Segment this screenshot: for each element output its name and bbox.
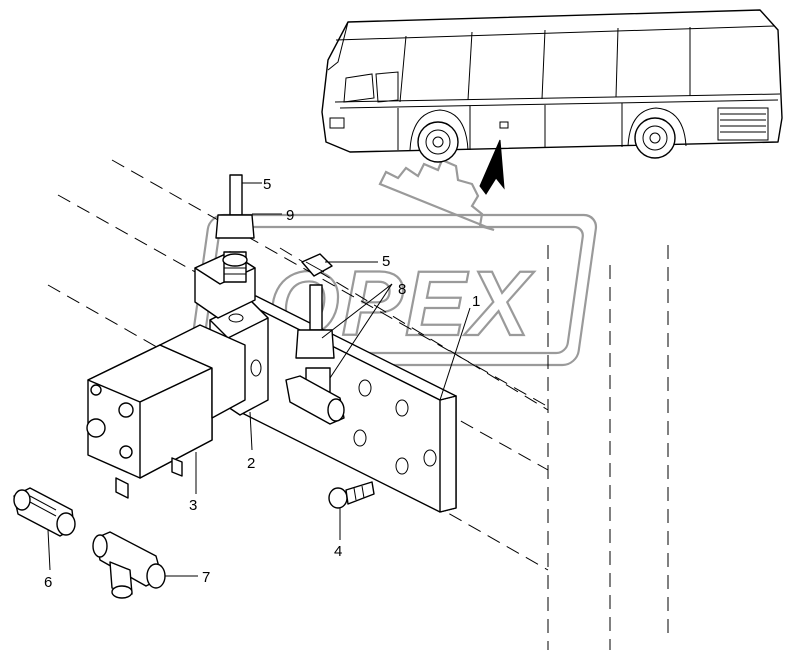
mounting-bracket: [239, 295, 457, 513]
callout-9: 9: [286, 207, 294, 224]
callout-6: 6: [44, 574, 52, 591]
callout-4: 4: [334, 543, 342, 560]
screw: [328, 481, 375, 509]
callout-2: 2: [247, 455, 255, 472]
callout-5-upper: 5: [263, 176, 271, 193]
middle-tube-fitting: [295, 253, 335, 359]
straight-connector: [13, 487, 76, 537]
tee-connector: [92, 531, 166, 599]
upper-tube-fitting: [215, 174, 255, 283]
callout-3: 3: [189, 497, 197, 514]
location-arrow: [479, 139, 505, 195]
callout-8: 8: [398, 281, 406, 298]
elbow-fitting: [285, 367, 345, 425]
coach-illustration: [321, 9, 783, 163]
callout-5-middle: 5: [382, 253, 390, 270]
callout-7: 7: [202, 569, 210, 586]
callout-1: 1: [472, 293, 480, 310]
solenoid-valve: [86, 324, 246, 499]
leader-lines: [47, 182, 471, 577]
callout-labels: 5 9 5 8 1 2 3 4 6 7: [44, 176, 480, 591]
